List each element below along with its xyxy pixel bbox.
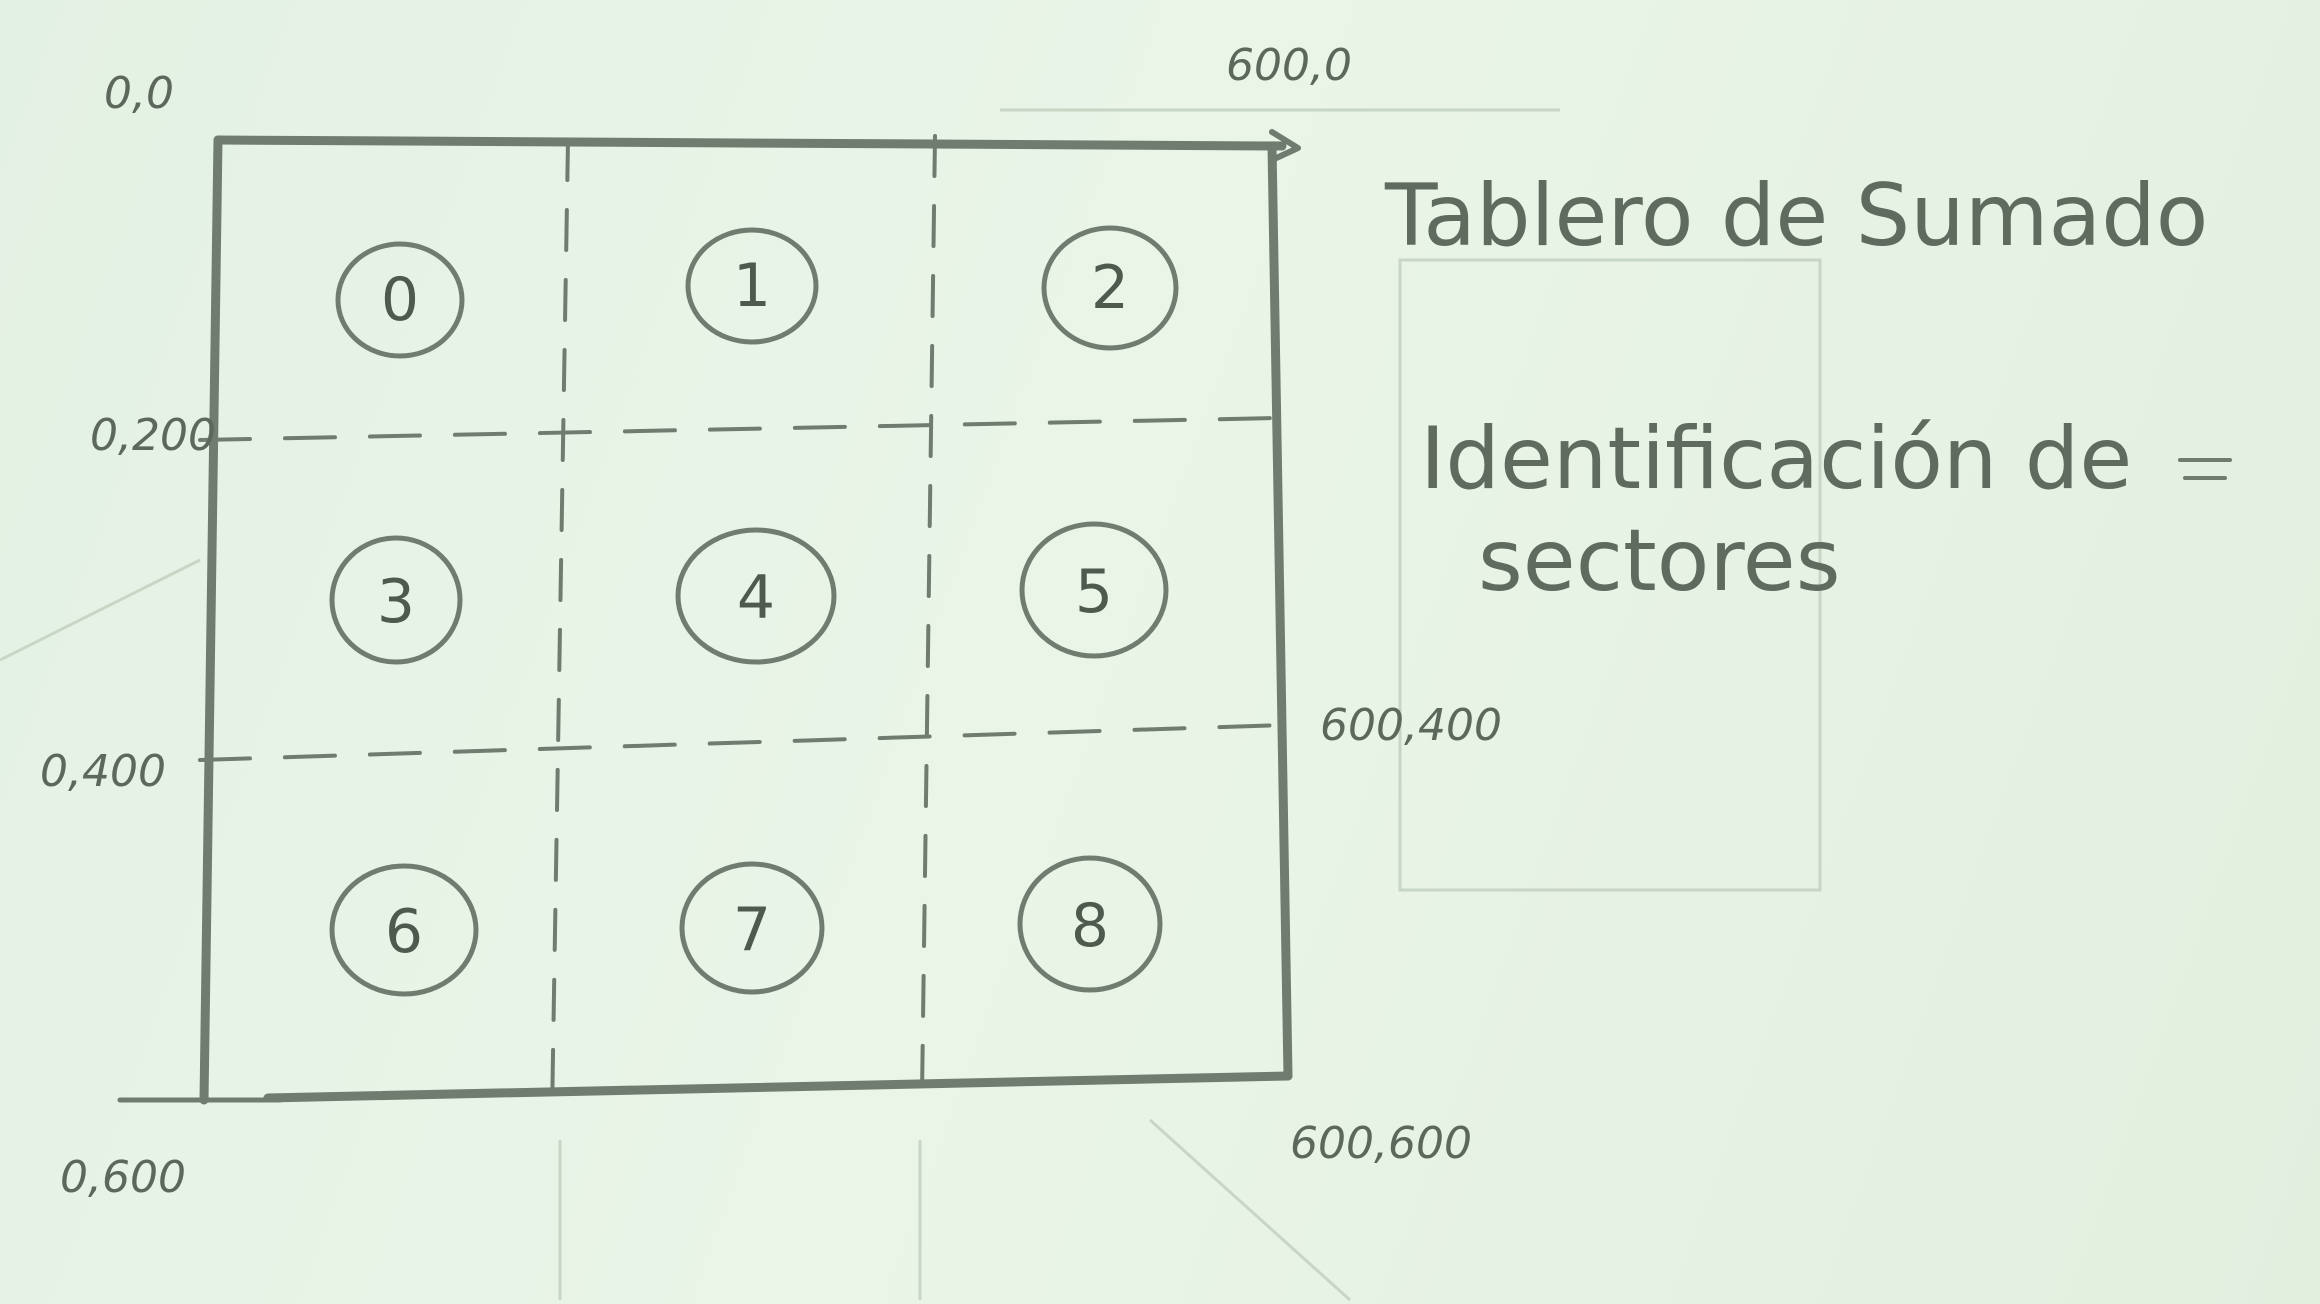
sector-1: 1 — [685, 227, 819, 345]
coord-top-left: 0,0 — [104, 68, 174, 119]
sector-2-number: 2 — [1091, 253, 1129, 323]
coord-bottom-right: 600,600 — [1290, 1118, 1472, 1169]
sector-0-number: 0 — [381, 265, 419, 335]
sector-4: 4 — [675, 527, 837, 665]
sector-6-number: 6 — [385, 897, 423, 967]
sector-0: 0 — [335, 241, 465, 359]
faint-traces — [0, 108, 1822, 1302]
sector-7-number: 7 — [733, 895, 771, 965]
board-frame — [117, 129, 1301, 1105]
diagram-title: Tablero de Sumado — [1384, 166, 2208, 266]
grid-horizontal-2 — [198, 723, 1287, 762]
diagram-subtitle-line2: sectores — [1478, 511, 1841, 611]
coord-row1-left: 0,200 — [90, 410, 216, 461]
sector-3-number: 3 — [377, 567, 415, 637]
coord-row2-left: 0,400 — [40, 746, 166, 797]
sector-8: 8 — [1017, 855, 1163, 993]
sector-1-number: 1 — [733, 251, 771, 321]
sector-3: 3 — [329, 535, 463, 665]
sector-5-number: 5 — [1075, 557, 1113, 627]
sector-grid — [198, 134, 1287, 1117]
grid-vertical-1 — [550, 138, 570, 1117]
grid-horizontal-1 — [198, 416, 1280, 442]
sector-2: 2 — [1041, 225, 1179, 351]
sector-8-number: 8 — [1071, 891, 1109, 961]
coord-bottom-left: 0,600 — [60, 1152, 186, 1203]
grid-vertical-2 — [920, 134, 937, 1097]
coord-row2-right: 600,400 — [1320, 700, 1502, 751]
sector-5: 5 — [1019, 521, 1169, 659]
sector-4-number: 4 — [737, 563, 775, 633]
sector-6: 6 — [329, 863, 479, 997]
coord-top-right: 600,0 — [1226, 40, 1352, 91]
diagram-subtitle-line1: Identificación de — [1420, 409, 2132, 509]
sector-7: 7 — [679, 861, 825, 995]
